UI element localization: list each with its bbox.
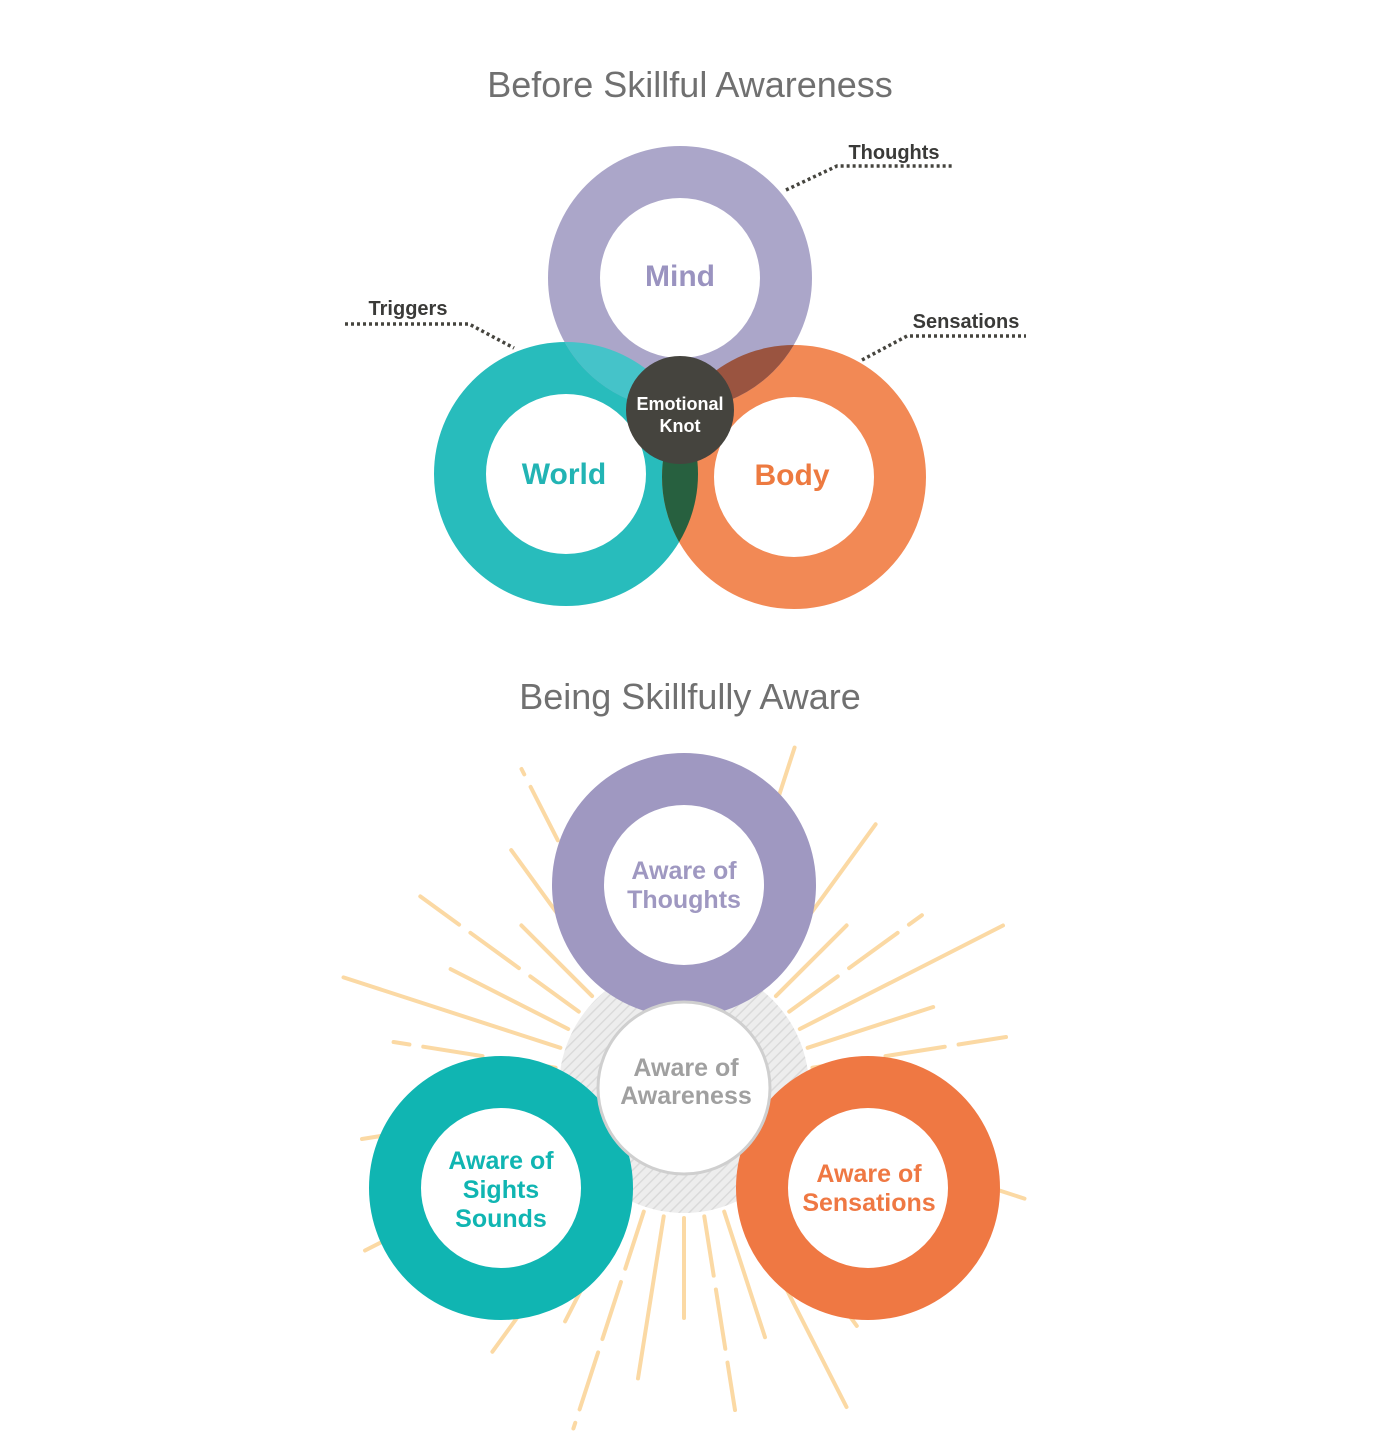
ray (773, 923, 849, 999)
sights-label-line2: Sights (463, 1176, 539, 1204)
aware-of-sights-ring (369, 1056, 633, 1320)
sensations-label-line1: Aware of (816, 1160, 922, 1188)
ray (519, 923, 595, 999)
ray (722, 1209, 767, 1340)
ray (448, 967, 571, 1031)
thoughts-label-line2: Thoughts (627, 886, 741, 914)
before-title: Before Skillful Awareness (487, 64, 893, 105)
knot-label-line2: Knot (660, 416, 701, 436)
callout-sensations-label: Sensations (913, 311, 1020, 333)
callout-thoughts: Thoughts (785, 142, 952, 192)
aware-of-thoughts-ring (552, 753, 816, 1017)
ray (797, 923, 1005, 1031)
ray (571, 1209, 646, 1431)
callout-thoughts-label: Thoughts (848, 142, 939, 164)
after-title: Being Skillfully Aware (519, 676, 861, 717)
knot-label-line1: Emotional (636, 394, 723, 414)
world-body-overlap (662, 345, 698, 606)
awareness-label-line2: Awareness (620, 1082, 752, 1110)
ray (787, 913, 924, 1014)
emotional-knot (626, 356, 734, 464)
thoughts-label-line1: Aware of (631, 857, 737, 885)
aware-of-sensations-ring (736, 1056, 1000, 1320)
ray (341, 975, 563, 1050)
ray (702, 1214, 737, 1412)
awareness-label-line1: Aware of (633, 1054, 739, 1082)
sensations-label-line2: Sensations (802, 1189, 935, 1217)
ray (418, 894, 581, 1014)
callout-triggers: Triggers (345, 298, 515, 350)
sights-label-line1: Aware of (448, 1147, 554, 1175)
aware-of-awareness-circle (596, 1000, 772, 1176)
sights-label-line3: Sounds (455, 1205, 547, 1233)
callout-triggers-label: Triggers (369, 298, 448, 320)
world-label: World (522, 458, 606, 491)
body-label: Body (755, 459, 830, 492)
ray (805, 1005, 936, 1050)
mind-label: Mind (645, 260, 715, 293)
ray (636, 1214, 666, 1381)
callout-sensations: Sensations (861, 311, 1026, 362)
